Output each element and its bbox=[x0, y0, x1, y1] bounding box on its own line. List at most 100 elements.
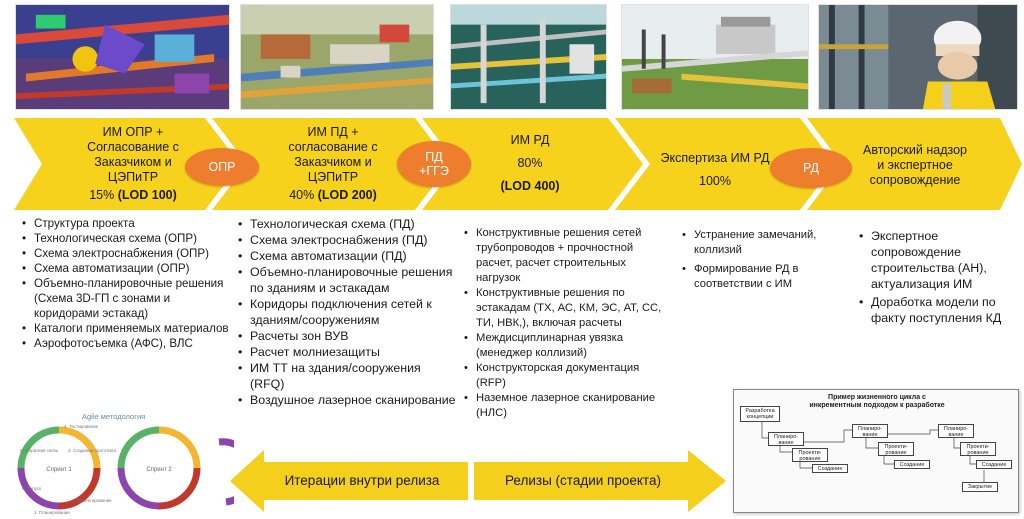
deliverable-item: ИМ ТТ на здания/сооружения (RFQ) bbox=[236, 360, 456, 392]
lifecycle-node-plan-1: Планиро-вание bbox=[768, 432, 804, 446]
deliverable-item: Аэрофотосъемка (АФС), ВЛС bbox=[20, 336, 230, 351]
stage-2-lod: (LOD 200) bbox=[317, 188, 377, 202]
photo-construction-supervision bbox=[818, 4, 1018, 110]
stage-1-label: ИМ ОПР + Согласование с Заказчиком и ЦЭП… bbox=[58, 125, 208, 203]
stage-chevrons bbox=[14, 118, 1022, 210]
milestone-pd-gge-line-2: +ГГЭ bbox=[419, 164, 449, 178]
stage-3-label: ИМ РД 80% (LOD 400) bbox=[470, 133, 590, 194]
lifecycle-node-design-1: Проекти-рование bbox=[792, 448, 828, 462]
deliverables-supervision: Экспертное сопровождение строительства (… bbox=[857, 228, 1017, 326]
stage-1-line-1: ИМ ОПР + bbox=[102, 125, 164, 139]
deliverables-opr: Структура проекта Технологическая схема … bbox=[20, 216, 230, 351]
agile-cycle-1 bbox=[17, 426, 101, 510]
deliverable-item: Коридоры подключения сетей к зданиям/соо… bbox=[236, 296, 456, 328]
stage-5-line-3: сопровождение bbox=[869, 173, 961, 187]
deliverable-item: Схема электроснабжения (ПД) bbox=[236, 232, 456, 248]
arrow-right-releases bbox=[474, 450, 726, 512]
agile-title: Agile методология bbox=[82, 412, 146, 421]
milestone-rd-label: РД bbox=[803, 161, 819, 175]
deliverable-item: Наземное лазерное сканирование (НЛС) bbox=[462, 391, 662, 421]
stage-4-percent: 100% bbox=[699, 174, 731, 188]
stage-chevron-4 bbox=[615, 118, 835, 210]
lifecycle-node-plan-2: Планиро-вание bbox=[852, 424, 888, 438]
agile-step-test: 4. Тестирование bbox=[64, 424, 99, 429]
stage-1-line-2: Согласование с bbox=[87, 140, 179, 154]
deliverable-item: Конструкторская документация (RFP) bbox=[462, 361, 662, 391]
agile-step-plan: 1. Планирование bbox=[34, 510, 70, 515]
deliverable-item: Междисциплинарная увязка (менеджер колли… bbox=[462, 331, 662, 361]
milestone-pd-gge-line-1: ПД bbox=[425, 150, 443, 164]
agile-step-launch: 6. Запуск bbox=[22, 486, 41, 491]
agile-step-design: 2. Проектирование bbox=[72, 498, 112, 503]
photo-3d-model-expertise bbox=[621, 4, 809, 110]
stage-3-percent: 80% bbox=[517, 156, 543, 170]
milestone-pd-gge: ПД +ГГЭ bbox=[397, 141, 471, 187]
agile-cycle-2-label: Спринт 2 bbox=[146, 467, 172, 473]
agile-step-review: 5. Обратная связь bbox=[20, 448, 59, 453]
stage-chevron-2 bbox=[212, 118, 450, 210]
stage-3-line-1: ИМ РД bbox=[510, 133, 550, 147]
lifecycle-diagram: Пример жизненного цикла с инкрементным п… bbox=[733, 389, 1019, 513]
deliverable-item: Конструктивные решения по эстакадам (ТХ,… bbox=[462, 286, 662, 331]
stage-5-line-1: Авторский надзор bbox=[863, 143, 967, 157]
stage-2-percent: 40% bbox=[289, 188, 315, 202]
deliverables-pd: Технологическая схема (ПД) Схема электро… bbox=[236, 216, 456, 408]
deliverable-item: Технологическая схема (ОПР) bbox=[20, 231, 230, 246]
stage-2-line-3: Заказчиком и bbox=[294, 155, 372, 169]
stage-2-label: ИМ ПД + согласование с Заказчиком и ЦЭПи… bbox=[258, 125, 408, 203]
lifecycle-node-close: Закрытие bbox=[962, 482, 998, 492]
stage-2-line-1: ИМ ПД + bbox=[307, 125, 359, 139]
photo-3d-model-rd bbox=[450, 4, 607, 110]
milestone-opr-label: ОПР bbox=[208, 160, 236, 174]
stage-1-lod: (LOD 100) bbox=[117, 188, 177, 202]
stage-2-line-4: ЦЭПиТР bbox=[307, 170, 359, 184]
photo-3d-model-pd bbox=[240, 4, 434, 110]
stage-chevron-3 bbox=[422, 118, 643, 210]
lifecycle-node-concept: Разработка концепции bbox=[740, 406, 780, 422]
stage-chevron-5 bbox=[807, 118, 1022, 210]
stage-2-line-2: согласование с bbox=[288, 140, 378, 154]
arrow-left-label: Итерации внутри релиза bbox=[284, 473, 440, 488]
deliverable-item: Расчет молниезащиты bbox=[236, 344, 456, 360]
deliverable-item: Конструктивные решения сетей трубопровод… bbox=[462, 226, 662, 286]
agile-cycle-3-partial bbox=[218, 438, 234, 506]
iteration-arrows bbox=[230, 450, 726, 512]
deliverable-item: Объемно-планировочные решения (Схема 3D-… bbox=[20, 276, 230, 321]
deliverables-rd: Конструктивные решения сетей трубопровод… bbox=[462, 226, 662, 421]
agile-diagram: Agile методология Спринт 1 Спринт 2 4. Т… bbox=[4, 410, 234, 516]
agile-cycle-1-label: Спринт 1 bbox=[46, 467, 72, 473]
milestone-rd: РД bbox=[770, 148, 852, 188]
stage-4-label: Экспертиза ИМ РД 100% bbox=[650, 151, 780, 189]
stage-1-line-3: Заказчиком и bbox=[94, 155, 172, 169]
lifecycle-title: Пример жизненного цикла с инкрементным п… bbox=[774, 394, 980, 410]
deliverable-item: Устранение замечаний, коллизий bbox=[680, 228, 840, 258]
stage-1-line-4: ЦЭПиТР bbox=[107, 170, 159, 184]
deliverable-item: Экспертное сопровождение строительства (… bbox=[857, 228, 1017, 292]
deliverable-item: Объемно-планировочные решения по зданиям… bbox=[236, 264, 456, 296]
lifecycle-node-build-2: Создание bbox=[894, 460, 930, 469]
deliverable-item: Расчеты зон ВУВ bbox=[236, 328, 456, 344]
milestone-opr: ОПР bbox=[185, 148, 259, 186]
deliverable-item: Каталоги применяемых материалов bbox=[20, 321, 230, 336]
deliverable-item: Схема автоматизации (ПД) bbox=[236, 248, 456, 264]
stage-5-line-2: и экспертное bbox=[877, 158, 953, 172]
photo-3d-model-opr bbox=[15, 4, 230, 110]
lifecycle-node-build-3: Создание bbox=[976, 460, 1012, 469]
stage-1-percent: 15% bbox=[89, 188, 115, 202]
stage-chevron-1 bbox=[14, 118, 240, 210]
stage-5-label: Авторский надзор и экспертное сопровожде… bbox=[840, 143, 990, 188]
stage-3-lod: (LOD 400) bbox=[500, 179, 560, 193]
deliverable-item: Технологическая схема (ПД) bbox=[236, 216, 456, 232]
agile-step-create: 3. Создание прототипа bbox=[68, 448, 116, 453]
stage-4-line-1: Экспертиза ИМ РД bbox=[660, 151, 770, 165]
lifecycle-node-plan-3: Планиро-вание bbox=[938, 424, 974, 438]
deliverable-item: Схема электроснабжения (ОПР) bbox=[20, 246, 230, 261]
deliverable-item: Схема автоматизации (ОПР) bbox=[20, 261, 230, 276]
deliverable-item: Воздушное лазерное сканирование bbox=[236, 392, 456, 408]
deliverables-expertise: Устранение замечаний, коллизий Формирова… bbox=[680, 228, 840, 292]
lifecycle-title-line-2: инкрементным подходом к разработке bbox=[809, 402, 945, 409]
deliverable-item: Структура проекта bbox=[20, 216, 230, 231]
lifecycle-title-line-1: Пример жизненного цикла с bbox=[828, 394, 926, 401]
agile-cycle-2 bbox=[117, 426, 201, 510]
deliverable-item: Формирование РД в соответствии с ИМ bbox=[680, 262, 840, 292]
